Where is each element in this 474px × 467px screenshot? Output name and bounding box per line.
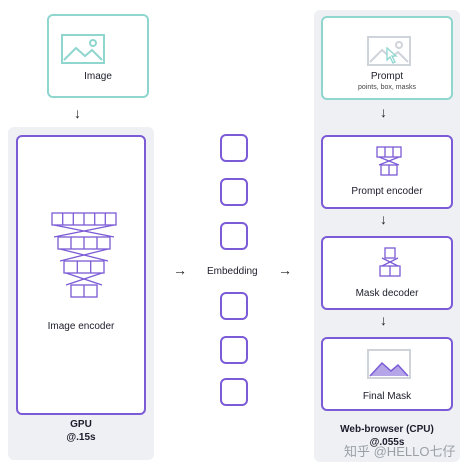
image-icon: [61, 34, 105, 64]
prompt-label: Prompt: [370, 71, 404, 82]
mask-decoder-label: Mask decoder: [355, 288, 419, 299]
embedding-token: [220, 134, 248, 162]
prompt-encoder-label: Prompt encoder: [351, 186, 423, 197]
embedding-label: Embedding: [207, 266, 258, 277]
encoder-network-icon: [51, 212, 117, 298]
browser-label: Web-browser (CPU): [340, 424, 434, 435]
image-label: Image: [84, 71, 112, 82]
down-arrow-icon: ↓: [380, 312, 387, 328]
prompt-encoder-card: Prompt encoder: [321, 135, 453, 209]
prompt-image-icon: [367, 36, 411, 66]
down-arrow-icon: ↓: [380, 104, 387, 120]
mask-decoder-icon: [379, 247, 401, 277]
embedding-token: [220, 222, 248, 250]
embedding-token: [220, 178, 248, 206]
embedding-token: [220, 378, 248, 406]
prompt-encoder-icon: [376, 146, 402, 176]
image-input-card: Image: [47, 14, 149, 98]
embedding-token: [220, 336, 248, 364]
browser-panel: Prompt points, box, masks ↓ Prompt encod…: [314, 10, 460, 462]
mask-decoder-card: Mask decoder: [321, 236, 453, 310]
right-arrow-icon: →: [173, 262, 187, 278]
gpu-label: GPU: [70, 419, 92, 430]
browser-time: @.055s: [369, 437, 405, 448]
gpu-panel: Image encoder GPU @.15s: [8, 127, 154, 460]
down-arrow-icon: ↓: [380, 211, 387, 227]
final-mask-label: Final Mask: [362, 391, 412, 402]
right-arrow-icon: →: [278, 262, 292, 278]
prompt-sublabel: points, box, masks: [358, 84, 416, 91]
final-mask-icon: [367, 349, 411, 379]
embedding-token: [220, 292, 248, 320]
image-encoder-card: Image encoder: [16, 135, 146, 415]
final-mask-card: Final Mask: [321, 337, 453, 411]
prompt-card: Prompt points, box, masks: [321, 16, 453, 100]
down-arrow-icon: ↓: [74, 105, 81, 121]
gpu-time: @.15s: [66, 432, 96, 443]
image-encoder-label: Image encoder: [47, 321, 115, 332]
watermark: 知乎 @HELLO七仔: [344, 444, 456, 459]
